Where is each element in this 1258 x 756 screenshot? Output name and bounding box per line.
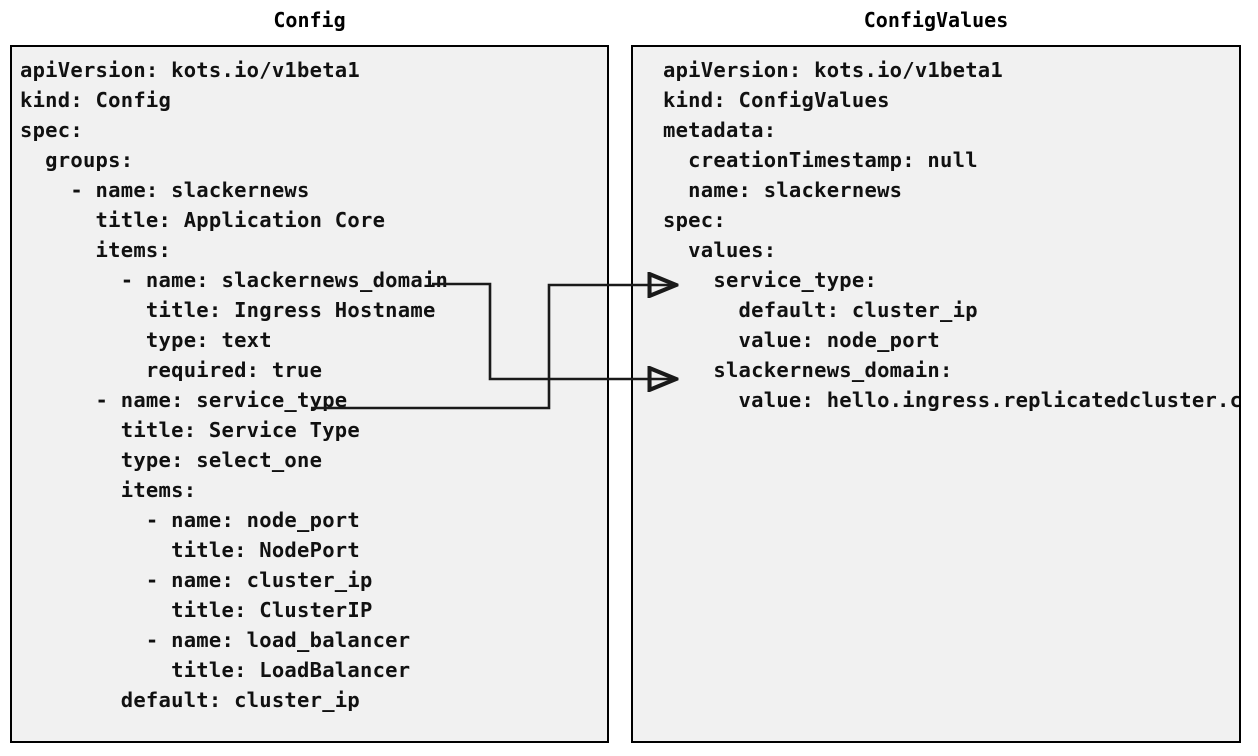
- config-yaml-line-13: title: Service Type: [20, 418, 360, 442]
- config-yaml-line-5: - name: slackernews: [20, 178, 310, 202]
- config-yaml-line-22: default: cluster_ip: [20, 688, 360, 712]
- config-yaml-line-20: - name: load_balancer: [20, 628, 411, 652]
- config-yaml-line-12: - name: service_type: [20, 388, 348, 412]
- configvalues-yaml-line-11: slackernews_domain:: [663, 358, 953, 382]
- config-yaml-line-2: kind: Config: [20, 88, 172, 112]
- config-yaml-line-16: - name: node_port: [20, 508, 360, 532]
- configvalues-panel-title: ConfigValues: [863, 8, 1009, 32]
- config-yaml-line-4: groups:: [20, 148, 134, 172]
- configvalues-yaml-line-7: values:: [663, 238, 777, 262]
- config-yaml-line-3: spec:: [20, 118, 83, 142]
- config-yaml-line-8: - name: slackernews_domain: [20, 268, 449, 292]
- config-yaml-line-9: title: Ingress Hostname: [20, 298, 436, 322]
- config-panel-title: Config: [273, 8, 346, 32]
- configvalues-yaml-line-4: creationTimestamp: null: [663, 148, 978, 172]
- configvalues-yaml-line-3: metadata:: [663, 118, 777, 142]
- config-yaml-line-1: apiVersion: kots.io/v1beta1: [20, 58, 360, 82]
- configvalues-yaml-line-6: spec:: [663, 208, 726, 232]
- configvalues-yaml-line-8: service_type:: [663, 268, 878, 292]
- configvalues-yaml-line-12: value: hello.ingress.replicatedcluster.c…: [663, 388, 1241, 412]
- config-yaml-line-11: required: true: [20, 358, 323, 382]
- configvalues-yaml-line-5: name: slackernews: [663, 178, 903, 202]
- configvalues-yaml-line-9: default: cluster_ip: [663, 298, 978, 322]
- config-yaml-line-17: title: NodePort: [20, 538, 360, 562]
- configvalues-yaml-line-10: value: node_port: [663, 328, 941, 352]
- config-yaml-line-19: title: ClusterIP: [20, 598, 373, 622]
- config-yaml-line-21: title: LoadBalancer: [20, 658, 411, 682]
- config-yaml-line-7: items:: [20, 238, 172, 262]
- config-yaml-line-6: title: Application Core: [20, 208, 386, 232]
- config-yaml-panel: apiVersion: kots.io/v1beta1 kind: Config s…: [10, 45, 609, 743]
- config-yaml-line-14: type: select_one: [20, 448, 323, 472]
- configvalues-yaml-panel: apiVersion: kots.io/v1beta1 kind: ConfigV…: [631, 45, 1241, 743]
- configvalues-yaml-line-2: kind: ConfigValues: [663, 88, 890, 112]
- config-yaml-line-10: type: text: [20, 328, 272, 352]
- config-yaml-line-18: - name: cluster_ip: [20, 568, 373, 592]
- configvalues-yaml-line-1: apiVersion: kots.io/v1beta1: [663, 58, 1003, 82]
- config-yaml-line-15: items:: [20, 478, 197, 502]
